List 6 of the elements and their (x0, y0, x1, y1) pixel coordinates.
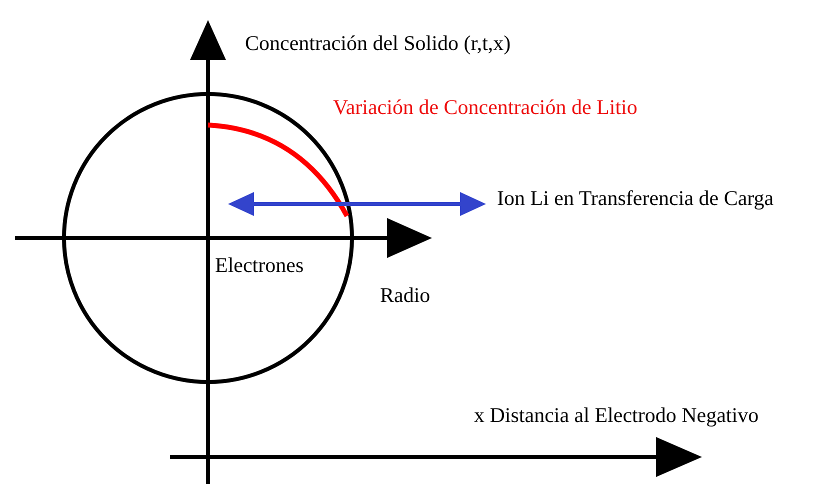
curve-label: Variación de Concentración de Litio (333, 94, 638, 121)
axis-label: x Distancia al Electrodo Negativo (474, 402, 759, 429)
axis-label: Electrones (215, 252, 304, 279)
arrow-label: Ion Li en Transferencia de Carga (497, 185, 774, 212)
axis-label: Radio (380, 282, 430, 309)
axis-title: Concentración del Solido (r,t,x) (245, 30, 511, 57)
